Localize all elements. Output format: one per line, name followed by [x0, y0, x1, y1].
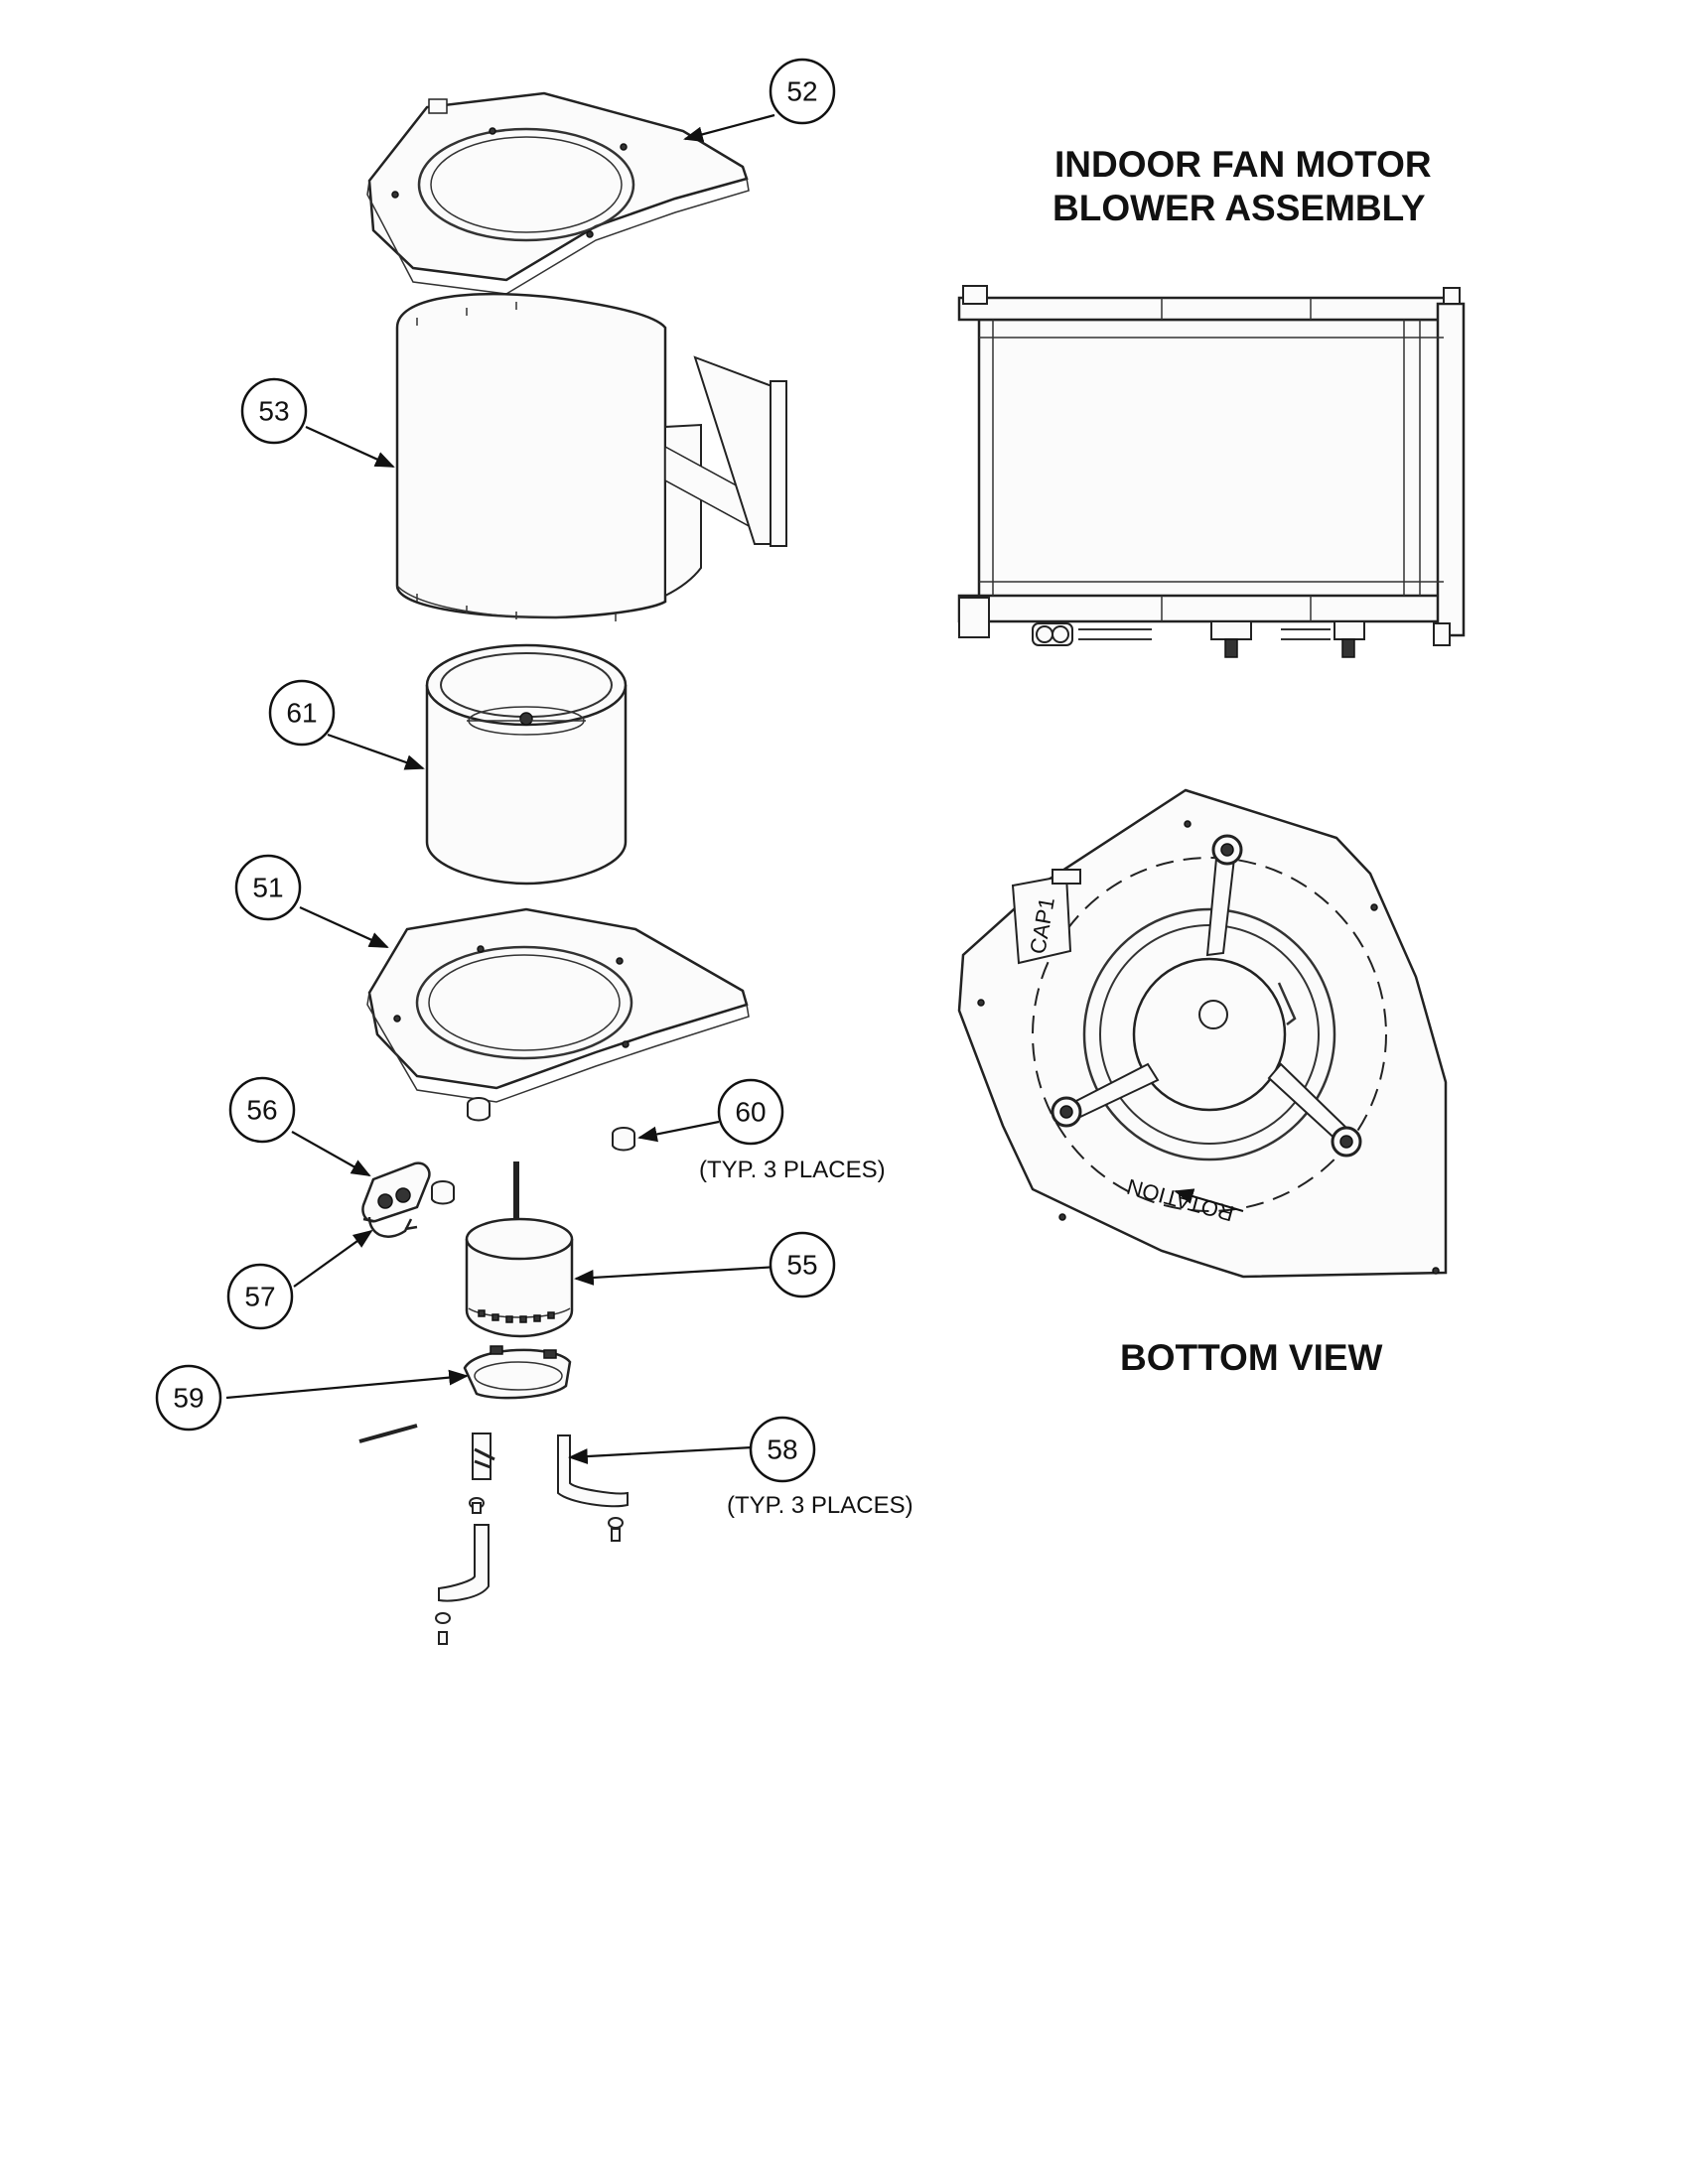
part-61-blower-wheel — [425, 643, 628, 886]
callout-56: 56 — [228, 1076, 296, 1144]
part-51-bottom-housing-plate — [366, 907, 750, 1103]
part-59-motor-mount-ring — [463, 1345, 572, 1400]
svg-text:59: 59 — [173, 1383, 204, 1414]
callout-58: 58 — [749, 1416, 816, 1483]
part-57-capacitor-strap — [362, 1216, 418, 1238]
svg-text:60: 60 — [735, 1097, 766, 1128]
callout-59: 59 — [155, 1364, 222, 1432]
side-view-blower-assembly — [957, 285, 1466, 658]
note-60-typical: (TYP. 3 PLACES) — [699, 1157, 886, 1183]
part-52-top-housing-plate — [366, 91, 750, 295]
callout-61: 61 — [268, 679, 336, 747]
svg-text:51: 51 — [252, 873, 283, 903]
callout-57: 57 — [226, 1263, 294, 1330]
part-58-mounting-legs — [358, 1424, 629, 1645]
callout-60: 60 — [717, 1078, 784, 1146]
part-53-scroll-wrapper — [395, 293, 787, 621]
svg-text:53: 53 — [258, 396, 289, 427]
svg-text:56: 56 — [246, 1095, 277, 1126]
rotation-arrow-icon — [1174, 1188, 1244, 1213]
note-58-typical: (TYP. 3 PLACES) — [727, 1492, 913, 1519]
callout-55: 55 — [769, 1231, 836, 1298]
callout-leader-lines — [225, 113, 779, 1464]
diagram-title-line1: INDOOR FAN MOTOR — [1054, 144, 1432, 185]
part-55-motor — [465, 1161, 574, 1338]
svg-text:52: 52 — [786, 76, 817, 107]
diagram-title-line2: BLOWER ASSEMBLY — [1052, 188, 1426, 228]
svg-text:57: 57 — [244, 1282, 275, 1312]
svg-text:61: 61 — [286, 698, 317, 729]
part-60-grommets — [431, 1097, 635, 1205]
bottom-view-title: BOTTOM VIEW — [1120, 1337, 1383, 1378]
bottom-view-blower: CAP1 ROTATION — [957, 788, 1448, 1279]
svg-text:58: 58 — [767, 1434, 797, 1465]
callout-51: 51 — [234, 854, 302, 921]
part-56-capacitor — [361, 1161, 431, 1223]
callout-52: 52 — [769, 58, 836, 125]
callout-53: 53 — [240, 377, 308, 445]
svg-text:55: 55 — [786, 1250, 817, 1281]
